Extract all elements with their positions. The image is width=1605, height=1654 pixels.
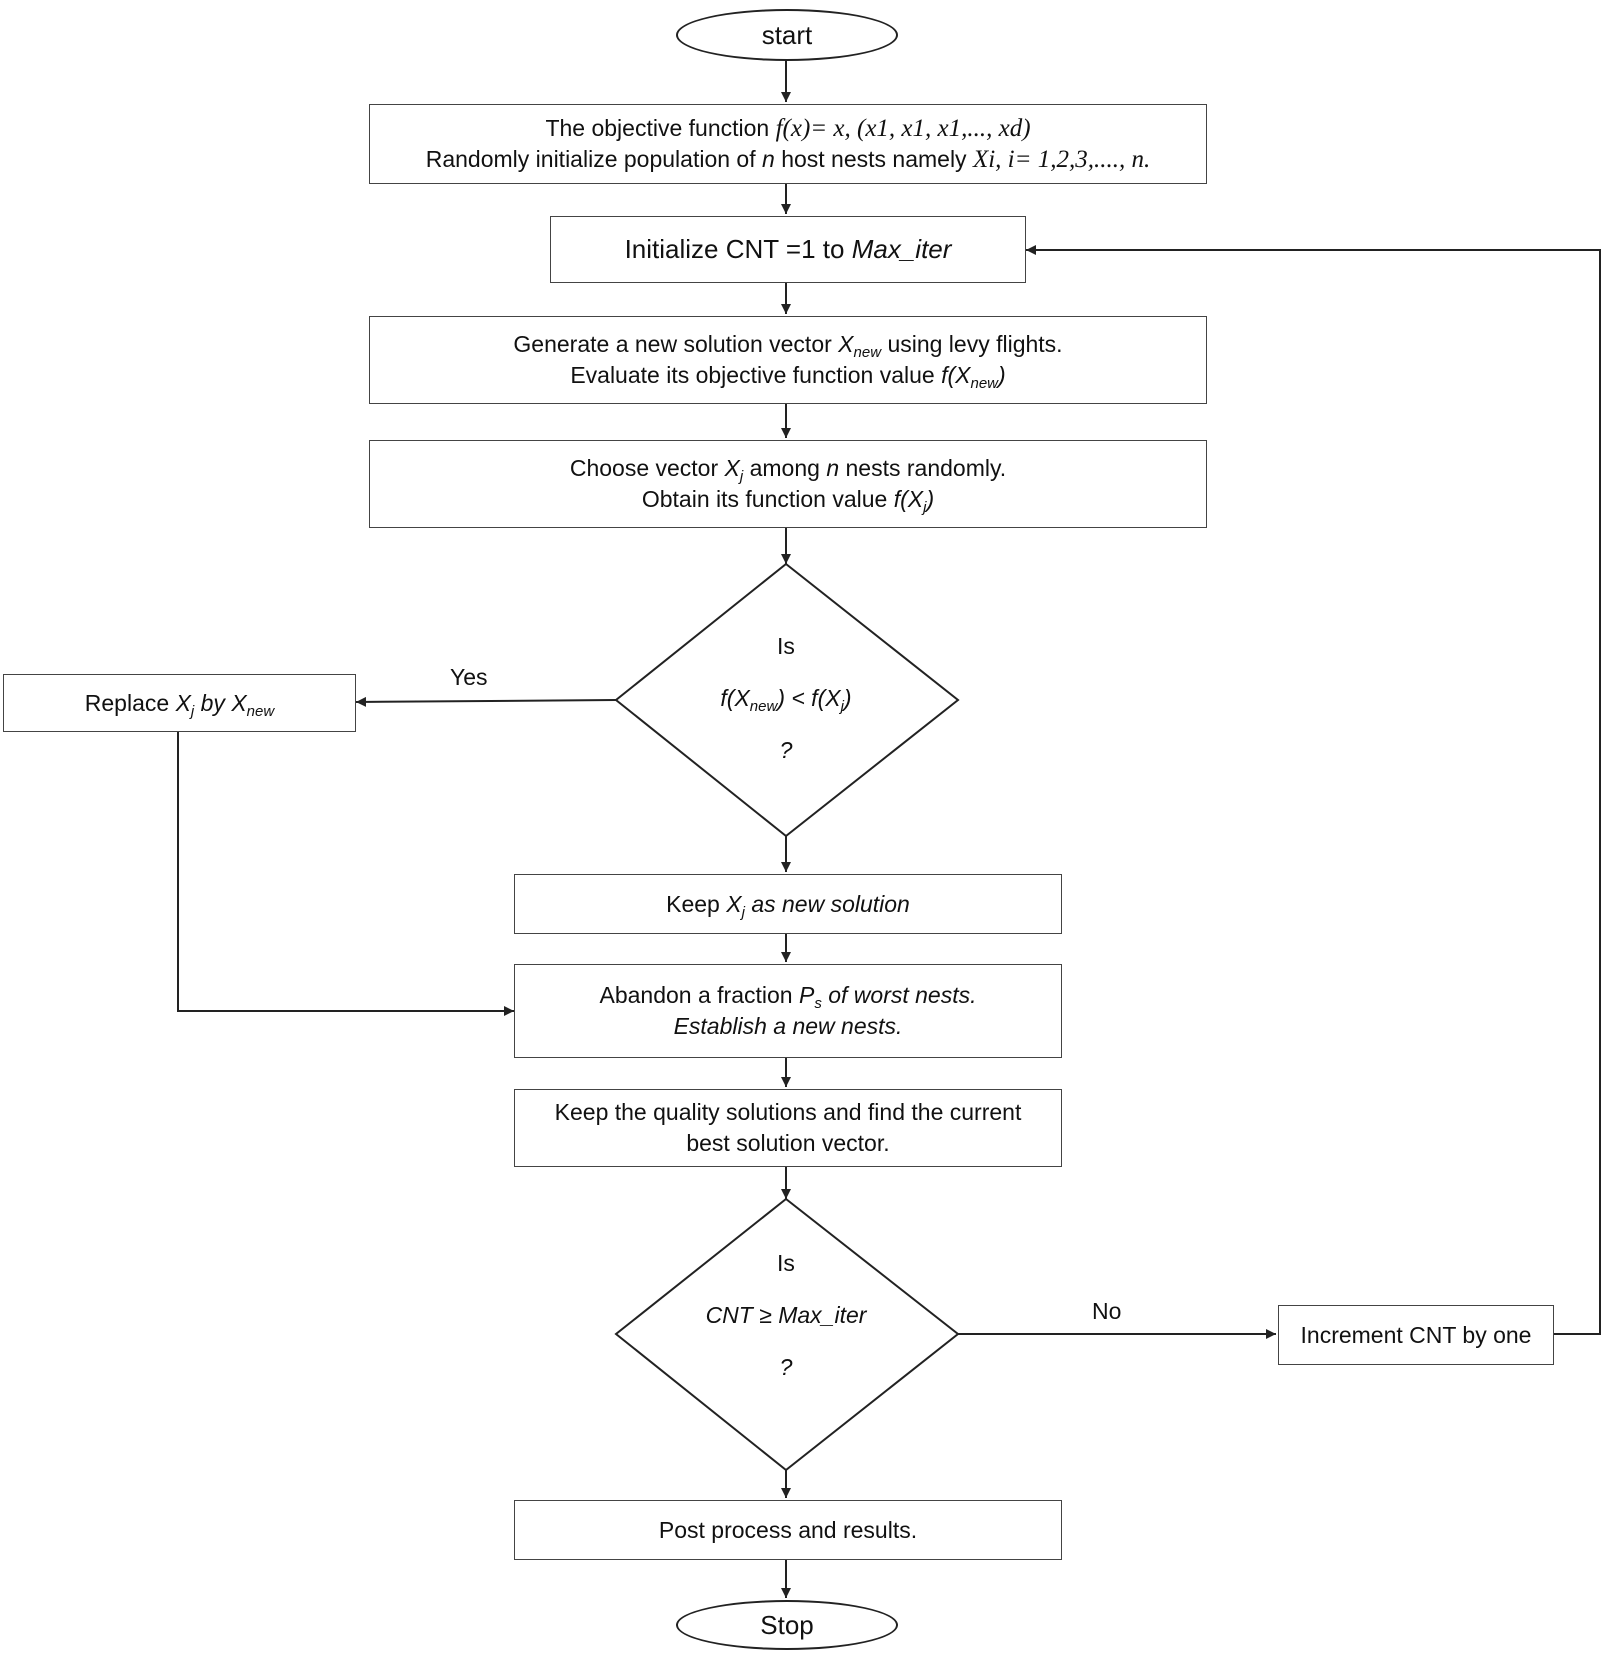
generate-line-2: Evaluate its objective function value f(… (570, 360, 1005, 391)
choose-line-1-c: nests randomly. (845, 455, 1007, 481)
abandon-line-1: Abandon a fraction Ps of worst nests. (599, 982, 977, 1012)
keep-line: Keep Xj as new solution (666, 890, 910, 921)
objective-line-2: Randomly initialize population of n host… (426, 144, 1151, 175)
arrow-increment-loop-to-init (1026, 245, 1601, 1335)
choose-line-2-a: Obtain its function value (641, 486, 888, 512)
increment-box: Increment CNT by one (1278, 1305, 1554, 1365)
replace-line: Replace Xj by Xnew (84, 689, 275, 720)
arrow-replace-to-abandon (177, 732, 514, 1016)
start-label: start (761, 19, 813, 50)
quality-solutions-box: Keep the quality solutions and find the … (514, 1089, 1062, 1167)
start-terminal: start (676, 9, 898, 61)
choose-fxj: f(Xj) (893, 486, 935, 516)
post-process-label: Post process and results. (658, 1516, 918, 1543)
choose-xj: Xj (724, 455, 744, 485)
keep-solution-box: Keep Xj as new solution (514, 874, 1062, 934)
replace-box: Replace Xj by Xnew (3, 674, 356, 732)
choose-line-1: Choose vector Xj among n nests randomly. (570, 453, 1006, 484)
choose-line-1-b: among (749, 455, 820, 481)
decision-2-text: Is CNT ≥ Max_iter ? (676, 1245, 896, 1385)
decision-1-is: Is (777, 633, 795, 659)
decision-2-is: Is (777, 1250, 795, 1276)
choose-line-2: Obtain its function value f(Xj) (642, 484, 934, 515)
abandon-line-2: Establish a new nests. (673, 1013, 903, 1039)
generate-line-2-a: Evaluate its objective function value (570, 362, 935, 388)
initialize-var: Max_iter (851, 234, 952, 264)
generate-solution-box: Generate a new solution vector Xnew usin… (369, 316, 1207, 404)
decision-2-diamond (614, 1197, 960, 1472)
abandon-line-1-a: Abandon a fraction (599, 982, 793, 1008)
edge-label-no: No (1092, 1298, 1122, 1324)
edge-label-yes: Yes (450, 664, 488, 690)
objective-n: n (762, 146, 775, 172)
keep-word: Keep (666, 890, 720, 917)
initialize-prefix: Initialize CNT =1 to (624, 234, 845, 264)
initialize-box: Initialize CNT =1 to Max_iter (550, 216, 1026, 283)
arrow-decision1-yes-to-replace (355, 696, 617, 707)
abandon-nests-box: Abandon a fraction Ps of worst nests. Es… (514, 964, 1062, 1058)
choose-vector-box: Choose vector Xj among n nests randomly.… (369, 440, 1207, 528)
objective-population-formula: Xi, i= 1,2,3,...., n. (972, 146, 1151, 173)
generate-line-1-b: using levy flights. (887, 331, 1063, 357)
stop-terminal: Stop (676, 1600, 898, 1650)
generate-xnew: Xnew (838, 331, 882, 361)
initialize-line: Initialize CNT =1 to Max_iter (625, 234, 952, 265)
choose-n: n (826, 455, 840, 481)
post-process-box: Post process and results. (514, 1500, 1062, 1560)
decision-1-condition: f(Xnew) < f(Xj) (720, 685, 852, 715)
generate-fxnew: f(Xnew) (941, 362, 1006, 392)
generate-line-1-a: Generate a new solution vector (513, 331, 832, 357)
objective-line-2-mid: host nests namely (781, 146, 967, 172)
generate-line-1: Generate a new solution vector Xnew usin… (513, 329, 1062, 360)
objective-line-1-prefix: The objective function (545, 115, 770, 141)
replace-word: Replace (84, 689, 170, 716)
objective-formula: f(x)= x, (x1, x1, x1,..., xd) (775, 115, 1031, 142)
decision-1-diamond (614, 562, 960, 838)
decision-1-question: ? (779, 737, 793, 763)
objective-line-2-prefix: Randomly initialize population of (425, 146, 756, 172)
choose-line-1-a: Choose vector (569, 455, 719, 481)
decision-2-condition: CNT ≥ Max_iter (705, 1302, 867, 1328)
quality-line-1: Keep the quality solutions and find the … (554, 1099, 1022, 1125)
objective-function-box: The objective function f(x)= x, (x1, x1,… (369, 104, 1207, 184)
quality-line-2: best solution vector. (686, 1130, 890, 1156)
decision-1-text: Is f(Xnew) < f(Xj) ? (676, 628, 896, 768)
stop-label: Stop (760, 1609, 814, 1640)
increment-label: Increment CNT by one (1300, 1321, 1532, 1348)
decision-2-question: ? (779, 1354, 793, 1380)
objective-line-1: The objective function f(x)= x, (x1, x1,… (545, 113, 1030, 144)
